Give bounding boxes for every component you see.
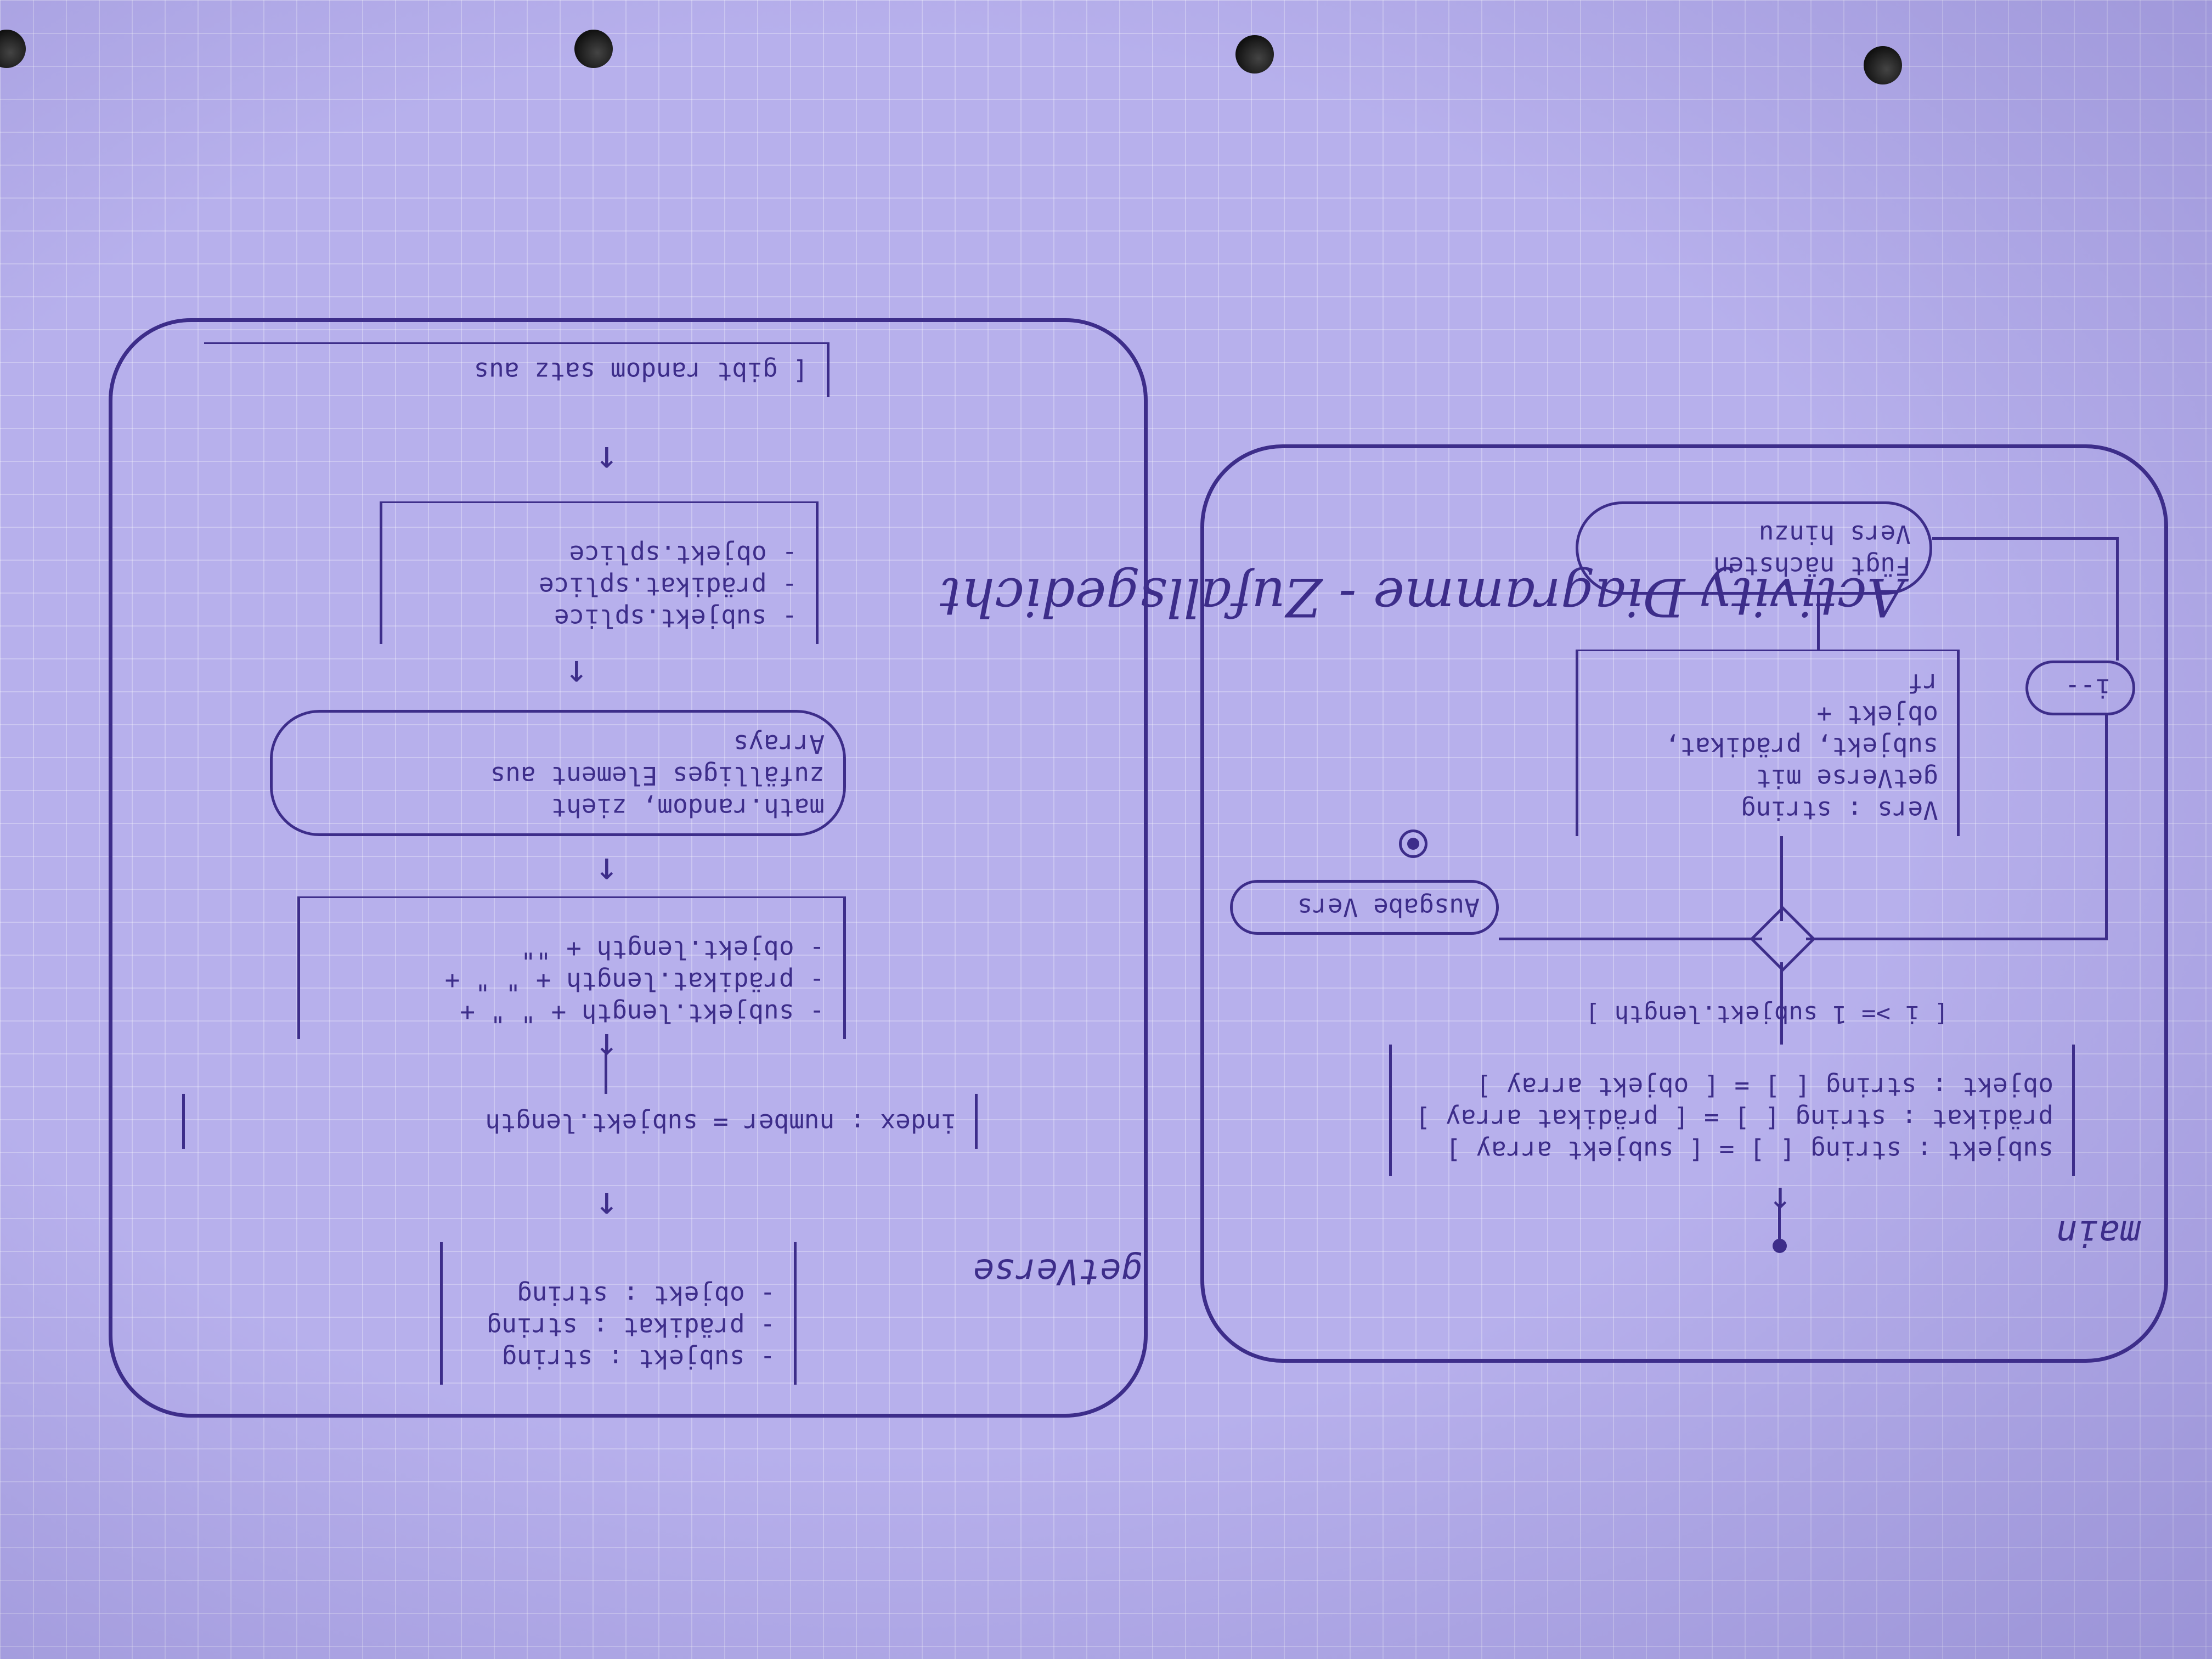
random-arrow: ↑	[565, 652, 588, 697]
append-verse-node: Fügt nächsten Vers hinzu	[1576, 501, 1932, 595]
append-line-2: Vers hinzu	[1759, 520, 1911, 549]
lengths-block: - subjekt.length + " " + - prädikat.leng…	[297, 896, 846, 1039]
binder-hole	[1235, 35, 1274, 74]
decision-to-output-edge	[1499, 938, 1762, 940]
getverse-frame-label: getVerse	[973, 1251, 1142, 1291]
output-verse-node: Ausgabe Vers	[1230, 880, 1499, 935]
length-praedikat: - prädikat.length + " " +	[444, 967, 825, 996]
splice-praedikat: - prädikat.splice	[539, 572, 797, 601]
binder-hole	[0, 30, 26, 68]
result-block: [ gibt random satz aus	[204, 342, 830, 397]
random-line-3: Arrays	[733, 729, 825, 759]
decision-in-edge	[1780, 962, 1783, 1045]
index-declaration: index : number = subjekt.length	[485, 1108, 956, 1138]
decrement-label: i--	[2064, 673, 2111, 703]
loop-guard: [ i >= 1 subjekt.length ]	[1585, 1000, 1949, 1028]
splice-block: - subjekt.splice - prädikat.splice - obj…	[380, 501, 819, 644]
declaration-line-1: subjekt : string [ ] = [ subjekt array ]	[1446, 1136, 2053, 1165]
splice-objekt: - objekt.splice	[569, 540, 797, 569]
decrement-to-decision-edge	[2105, 715, 2108, 940]
decision-to-vers-edge	[1780, 836, 1783, 921]
param-praedikat: - prädikat : string	[486, 1312, 775, 1342]
main-frame-label: main	[2056, 1212, 2141, 1253]
index-block: index : number = subjekt.length	[182, 1094, 978, 1149]
param-subjekt: - subjekt : string	[501, 1344, 776, 1374]
vers-call-line-4: objekt +	[1816, 700, 1938, 730]
append-line-1: Fügt nächsten	[1713, 551, 1911, 581]
main-declaration-block: subjekt : string [ ] = [ subjekt array ]…	[1389, 1045, 2075, 1176]
length-subjekt: - subjekt.length + " " +	[460, 998, 825, 1028]
splice-arrow: ↑	[595, 438, 618, 483]
vers-call-line-2: getVerse mit	[1756, 764, 1938, 793]
splice-subjekt: - subjekt.splice	[554, 603, 797, 633]
declaration-line-3: objekt : string [ ] = [ objekt array ]	[1476, 1072, 2053, 1102]
main-start-node	[1773, 1239, 1787, 1253]
params-arrow: ↑	[595, 1184, 618, 1229]
vers-call-line-1: Vers : string	[1740, 795, 1938, 825]
main-end-node	[1399, 830, 1427, 858]
output-verse-label: Ausgabe Vers	[1297, 893, 1480, 922]
binder-hole	[1864, 46, 1902, 84]
random-line-1: math.random, zieht	[551, 793, 825, 822]
result-label: [ gibt random satz aus	[473, 357, 808, 386]
random-line-2: zufälliges Element aus	[490, 761, 825, 791]
param-objekt: - objekt : string	[517, 1280, 775, 1310]
length-objekt: - objekt.length + ""	[521, 935, 825, 964]
vers-call-line-3: subjekt, prädikat,	[1664, 732, 1939, 761]
vers-to-append-edge	[1817, 595, 1820, 650]
vers-call-line-5: rf	[1908, 668, 1938, 698]
random-selection-node: math.random, zieht zufälliges Element au…	[270, 710, 846, 836]
loop-back-vertical-edge	[2116, 540, 2119, 661]
lengths-arrow: ↑	[595, 849, 618, 894]
append-to-loop-edge	[1932, 537, 2119, 540]
main-start-arrow: ↑	[1768, 1178, 1792, 1223]
decrement-node: i--	[2025, 661, 2135, 715]
binder-hole	[574, 30, 613, 68]
declaration-line-2: prädikat : string [ ] = [ prädikat array…	[1415, 1104, 2053, 1133]
getverse-params-block: - subjekt : string - prädikat : string -…	[440, 1242, 797, 1385]
loop-return-edge	[1806, 938, 2108, 940]
vers-call-block: Vers : string getVerse mit subjekt, präd…	[1576, 650, 1960, 836]
